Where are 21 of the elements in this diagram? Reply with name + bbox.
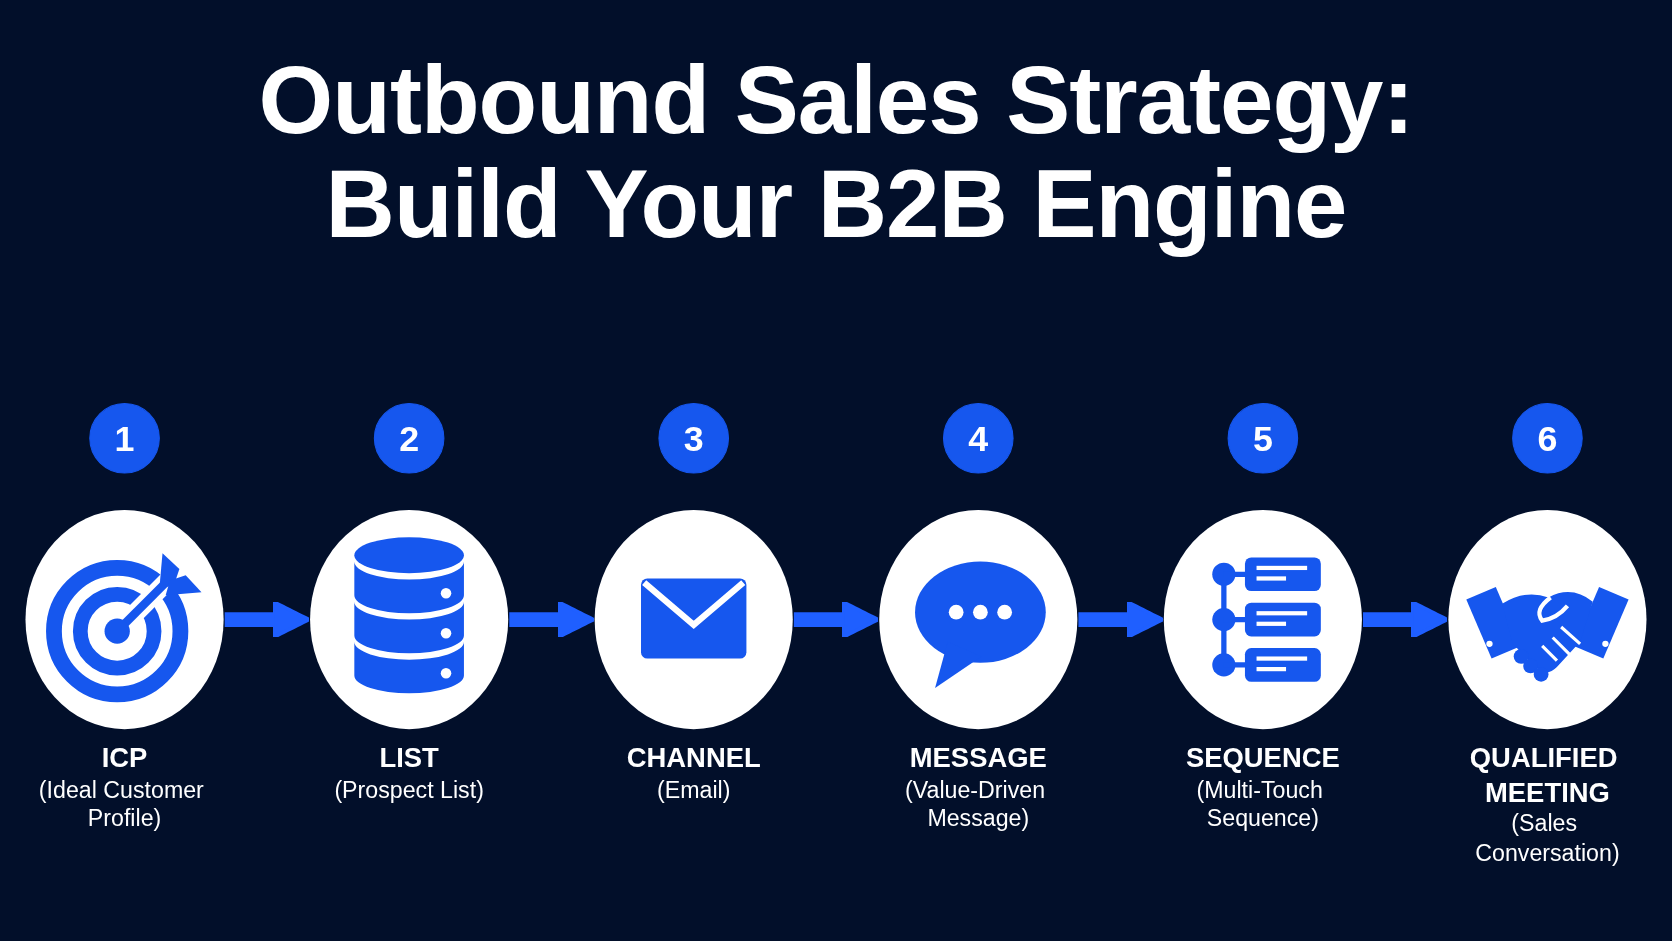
step-title: QUALIFIED MEETING [1469,741,1619,808]
title: Outbound Sales Strategy: Build Your B2B Engine [257,48,1415,256]
arrow [793,599,880,640]
step-title: SEQUENCE [1185,741,1340,774]
step-description: (Email) [657,776,731,803]
arrow [224,599,311,640]
step-number: 5 [1252,417,1273,458]
step-title: MESSAGE [909,741,1047,774]
step-title: ICP [101,741,148,774]
step-number: 6 [1537,417,1558,458]
step-title: LIST [379,741,439,774]
step-description: (Sales Conversation) [1475,810,1620,866]
step-description: (Prospect List) [334,776,484,803]
step-description: (Value-Driven Message) [905,776,1047,832]
step-number: 4 [968,417,989,458]
step-number: 1 [114,417,135,458]
step-title: CHANNEL [626,741,761,774]
step-description: (Multi-Touch Sequence) [1196,776,1324,832]
step-description: (Ideal Customer Profile) [38,776,205,832]
step-number: 3 [683,417,704,458]
step-number: 2 [399,417,420,458]
